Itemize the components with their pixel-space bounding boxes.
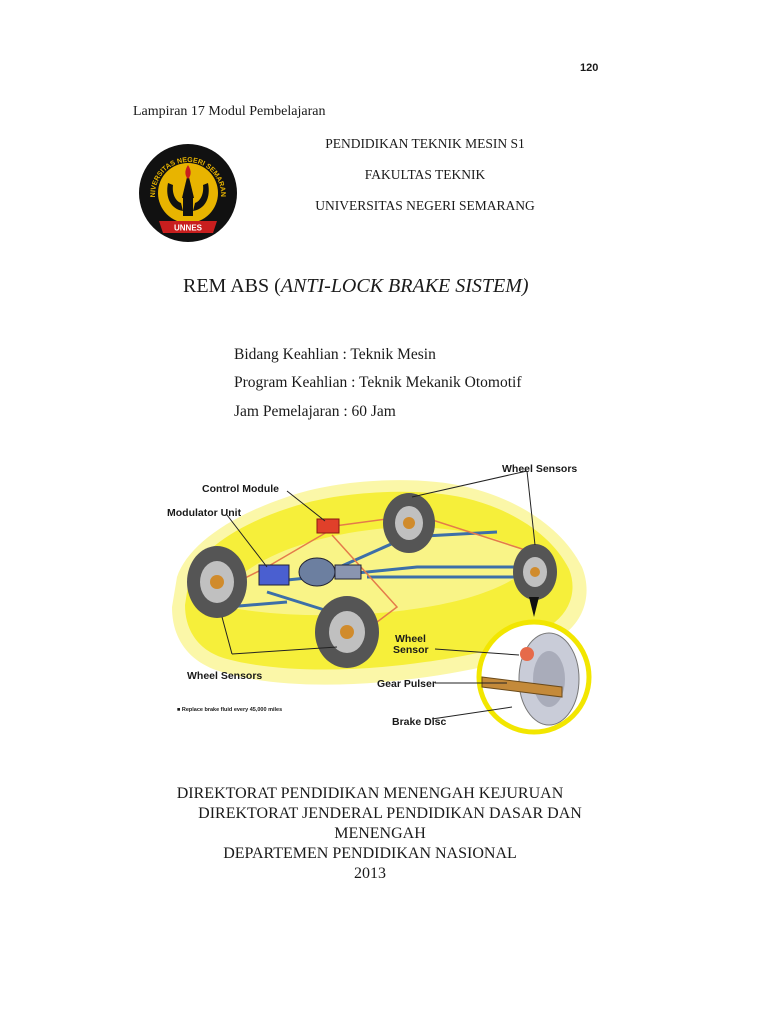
abs-diagram: Wheel Sensors Control Module Modulator U… xyxy=(167,457,592,749)
label-wheel-sensors-top: Wheel Sensors xyxy=(502,463,577,475)
bidang-keahlian: Bidang Keahlian : Teknik Mesin xyxy=(234,346,436,363)
flame-icon xyxy=(185,165,191,179)
title-prefix: REM ABS ( xyxy=(183,275,281,297)
master-cylinder xyxy=(298,557,336,587)
wheel-rear-right xyxy=(513,544,557,600)
footer-line-5: 2013 xyxy=(354,865,386,882)
modulator-unit-box xyxy=(258,564,290,586)
faculty-name: FAKULTAS TEKNIK xyxy=(364,167,486,182)
footer-line-1: DIREKTORAT PENDIDIKAN MENENGAH KEJURUAN xyxy=(176,785,564,802)
control-module-box xyxy=(316,518,340,534)
label-gear-pulser: Gear Pulser xyxy=(377,678,436,690)
page-number: 120 xyxy=(580,62,599,74)
wheel-rear-left xyxy=(383,493,435,553)
label-note: ■ Replace brake fluid every 45,000 miles xyxy=(177,707,282,713)
logo-banner xyxy=(159,221,217,233)
footer-line-3: MENENGAH xyxy=(334,825,426,842)
label-wheel-sensor-line1: Wheel xyxy=(395,633,426,645)
right-wing-icon xyxy=(193,183,209,211)
left-wing-icon xyxy=(167,183,183,211)
university-name: UNIVERSITAS NEGERI SEMARANG xyxy=(315,198,535,213)
label-modulator-unit: Modulator Unit xyxy=(167,507,242,519)
jam-pemelajaran: Jam Pemelajaran : 60 Jam xyxy=(234,403,396,420)
footer-line-4: DEPARTEMEN PENDIDIKAN NASIONAL xyxy=(223,845,517,862)
wheel-front-right xyxy=(315,596,379,668)
university-logo: UNIVERSITAS NEGERI SEMARANG UNNES xyxy=(135,143,237,242)
label-wheel-sensors-bottom: Wheel Sensors xyxy=(187,670,262,682)
program-name: PENDIDIKAN TEKNIK MESIN S1 xyxy=(325,136,525,151)
program-keahlian: Program Keahlian : Teknik Mekanik Otomot… xyxy=(234,374,522,391)
wheel-front-left xyxy=(187,546,247,618)
footer-line-2: DIREKTORAT JENDERAL PENDIDIKAN DASAR DAN xyxy=(198,805,582,822)
footer-block: DIREKTORAT PENDIDIKAN MENENGAH KEJURUAN … xyxy=(140,784,600,884)
sensor-detail-inset xyxy=(476,619,592,735)
lampiran-label: Lampiran 17 Modul Pembelajaran xyxy=(133,104,326,119)
label-control-module: Control Module xyxy=(202,483,279,495)
label-brake-disc: Brake Disc xyxy=(392,716,446,728)
logo-banner-text: UNNES xyxy=(174,224,203,233)
label-wheel-sensor-line2: Sensor xyxy=(393,644,429,656)
document-title: REM ABS (ANTI-LOCK BRAKE SISTEM) xyxy=(183,275,529,298)
title-italic: ANTI-LOCK BRAKE SISTEM) xyxy=(280,275,529,297)
